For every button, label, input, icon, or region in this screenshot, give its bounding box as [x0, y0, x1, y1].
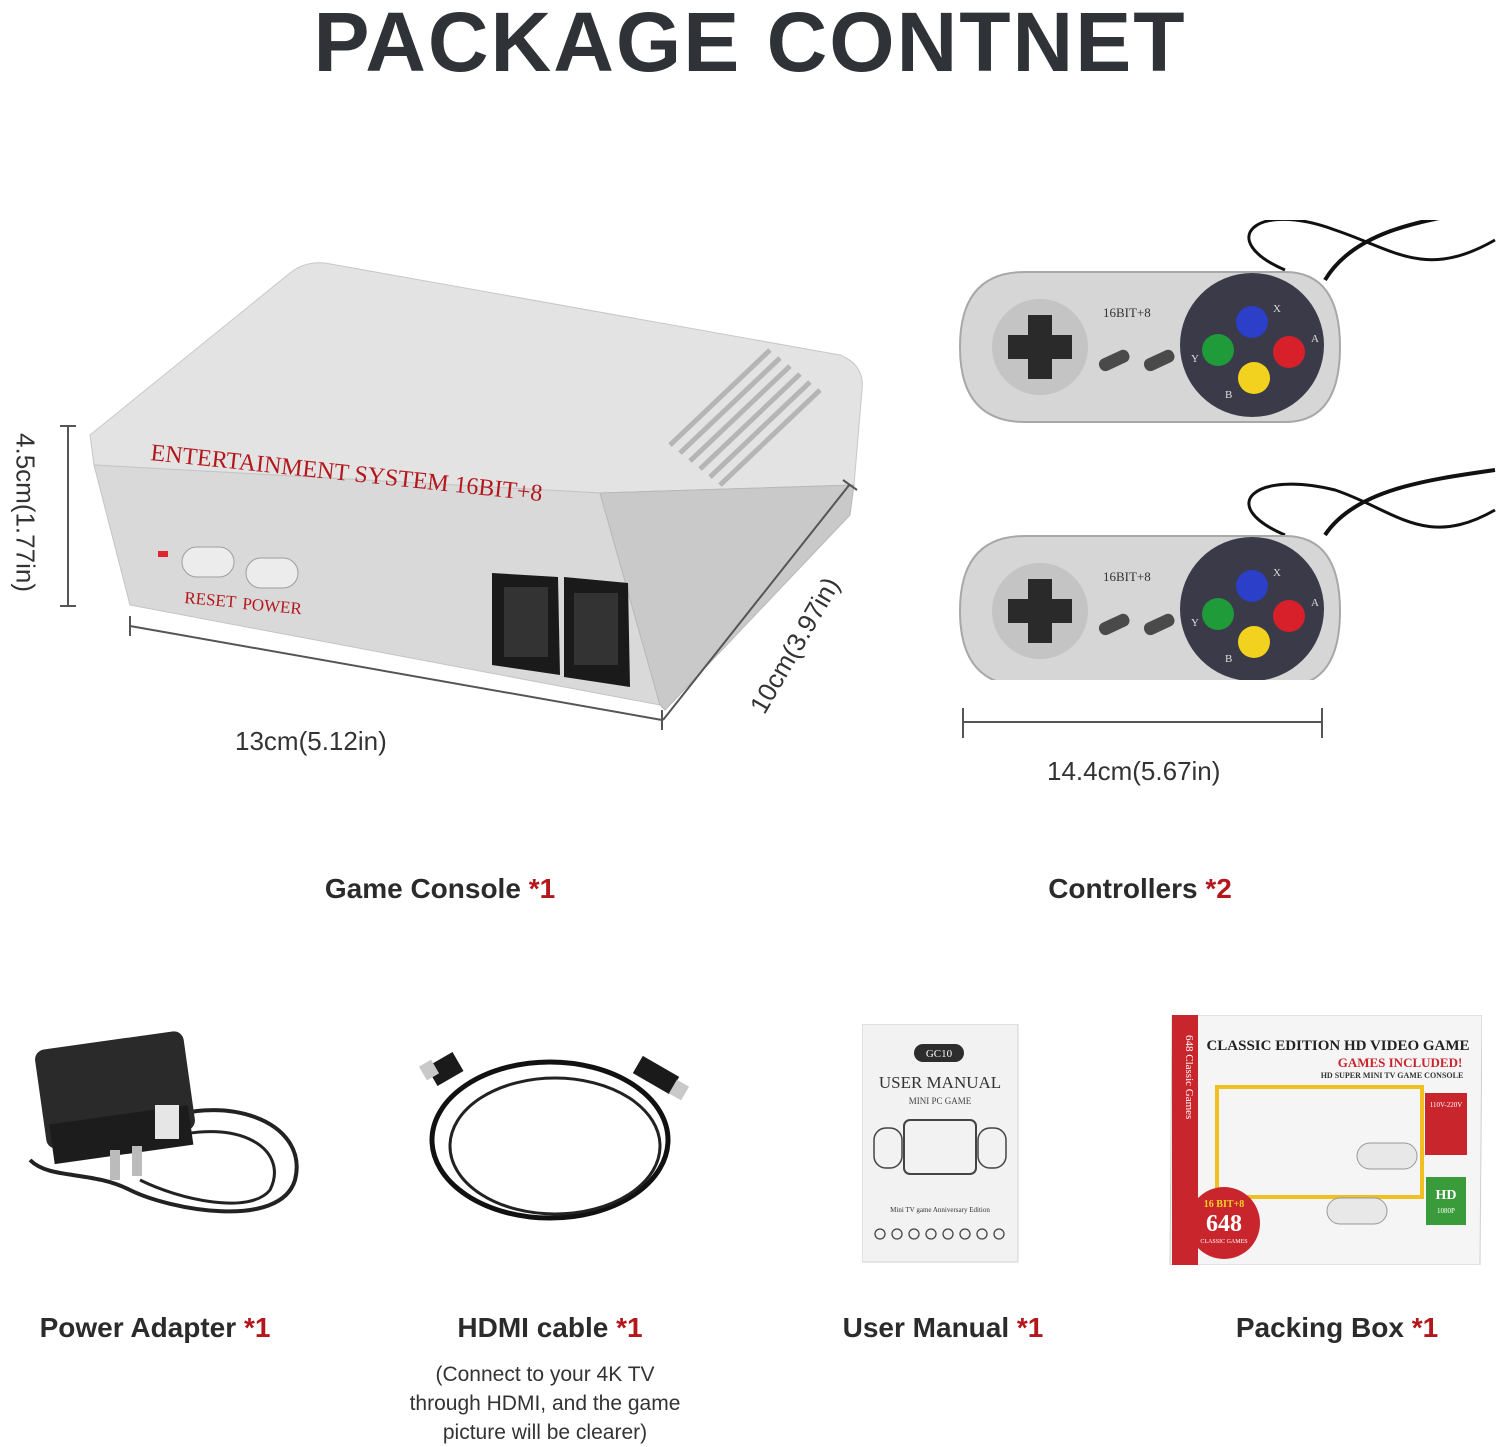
box-subheadline: GAMES INCLUDED! [1338, 1055, 1463, 1070]
controller-dimension-line [962, 708, 1323, 738]
controller-2-b: B [1225, 653, 1232, 665]
game-console-image: ENTERTAINMENT SYSTEM 16BIT+8 RESET POWER [89, 262, 863, 711]
box-side-text: 648 Classic Games [1183, 1035, 1195, 1119]
hdmi-cable-qty: *1 [616, 1312, 643, 1343]
hdmi-note-line-2: through HDMI, and the game [409, 1392, 681, 1415]
controller-2-x: X [1273, 567, 1281, 579]
hdmi-cable-image [418, 1051, 690, 1221]
hdmi-cable-label-text: HDMI cable [457, 1312, 609, 1343]
controllers-qty: *2 [1205, 873, 1232, 904]
controller-port-1 [492, 573, 560, 675]
controller-2-a: A [1311, 597, 1319, 609]
manual-model: GC10 [926, 1048, 953, 1060]
box-hd-bottom: 1080P [1437, 1207, 1455, 1215]
game-console-qty: *1 [528, 873, 556, 904]
box-voltage: 110V-220V [1430, 1101, 1463, 1109]
controller-port-2 [564, 577, 630, 687]
packing-box-label-text: Packing Box [1235, 1312, 1404, 1343]
console-height-dimension: 4.5cm(1.77in) [10, 433, 41, 592]
hdmi-cable-label: HDMI cable *1 [400, 1312, 700, 1344]
game-console-label: Game Console *1 [240, 873, 640, 905]
reset-label: RESET [184, 588, 238, 612]
controller-2: 16BIT+8 X A Y B [959, 535, 1341, 680]
power-adapter-label: Power Adapter *1 [5, 1312, 305, 1344]
box-subheadline-2: HD SUPER MINI TV GAME CONSOLE [1321, 1071, 1464, 1080]
controller-width-dimension: 14.4cm(5.67in) [1047, 756, 1221, 786]
controller-2-brand: 16BIT+8 [1103, 569, 1151, 584]
controller-1-y: Y [1191, 353, 1199, 365]
controllers-label: Controllers *2 [940, 873, 1340, 905]
reset-button[interactable] [181, 546, 235, 578]
packing-box-image: 648 Classic Games CLASSIC EDITION HD VID… [1169, 1015, 1482, 1265]
controllers-label-text: Controllers [1048, 873, 1198, 904]
controller-1-brand: 16BIT+8 [1103, 305, 1151, 320]
manual-subtitle: MINI PC GAME [909, 1096, 972, 1106]
hdmi-note-line-3: picture will be clearer) [442, 1421, 648, 1444]
power-adapter-label-text: Power Adapter [39, 1312, 237, 1343]
power-button[interactable] [245, 557, 299, 589]
user-manual-image: GC10 USER MANUAL MINI PC GAME Mini TV ga… [862, 1024, 1019, 1263]
box-hd-top: HD [1436, 1188, 1457, 1203]
hdmi-note-line-1: (Connect to your 4K TV [435, 1363, 655, 1386]
manual-title: USER MANUAL [879, 1073, 1001, 1092]
manual-footer: Mini TV game Anniversary Edition [890, 1206, 990, 1214]
box-headline: CLASSIC EDITION HD VIDEO GAME [1206, 1038, 1469, 1054]
box-badge-number: 648 [1206, 1211, 1242, 1237]
box-badge-top: 16 BIT+8 [1204, 1199, 1244, 1210]
controller-1-b: B [1225, 389, 1232, 401]
packing-box-label: Packing Box *1 [1187, 1312, 1487, 1344]
controller-1-x: X [1273, 303, 1281, 315]
box-badge-bottom: CLASSIC GAMES [1200, 1239, 1247, 1245]
controllers-image: 16BIT+8 X A Y B 16BIT+8 X A Y B [959, 220, 1496, 680]
console-dimension-lines [60, 425, 858, 730]
user-manual-qty: *1 [1016, 1312, 1044, 1343]
controller-1-a: A [1311, 333, 1319, 345]
power-adapter-qty: *1 [243, 1312, 271, 1343]
controller-1: 16BIT+8 X A Y B [959, 271, 1341, 423]
page-title: PACKAGE CONTNET [313, 0, 1187, 89]
console-width-dimension: 13cm(5.12in) [235, 726, 387, 756]
hdmi-note: (Connect to your 4K TV through HDMI, and… [370, 1360, 720, 1447]
controller-2-y: Y [1191, 617, 1199, 629]
user-manual-label-text: User Manual [842, 1312, 1010, 1343]
game-console-label-text: Game Console [324, 873, 521, 904]
packing-box-qty: *1 [1411, 1312, 1439, 1343]
power-adapter-image [28, 1031, 299, 1214]
user-manual-label: User Manual *1 [793, 1312, 1093, 1344]
